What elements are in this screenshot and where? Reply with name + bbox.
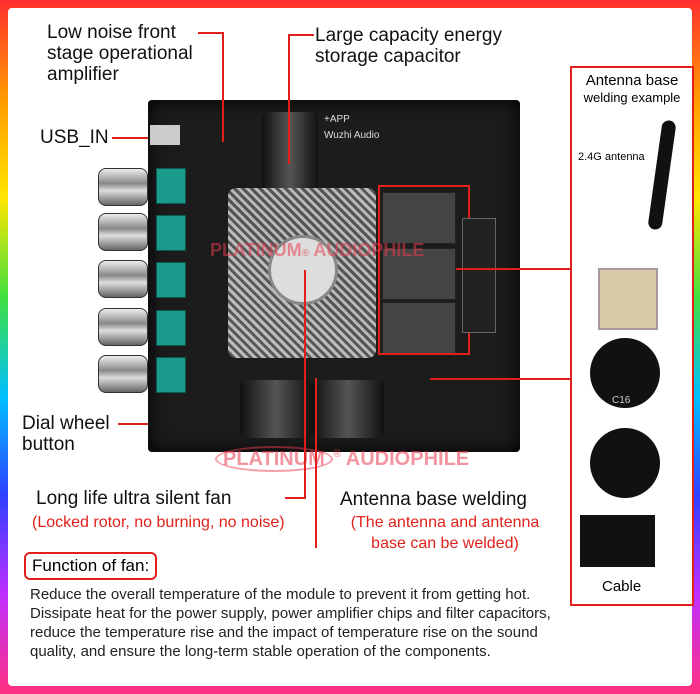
relay-highlight [378, 185, 470, 355]
label-antenna: Antenna base welding [340, 489, 527, 510]
speaker-terminal [462, 218, 496, 333]
watermark: PLATINUM® AUDIOPHILE [215, 446, 469, 472]
panel-title: Antenna base [585, 72, 679, 89]
label-usb: USB_IN [40, 127, 109, 148]
potentiometer [156, 262, 186, 298]
knob [98, 308, 148, 346]
cable-label: Cable [602, 578, 642, 595]
knob [98, 168, 148, 206]
label-fan: Long life ultra silent fan [36, 488, 232, 509]
welded-image [590, 428, 660, 498]
function-title: Function of fan: [24, 552, 158, 580]
relay [382, 248, 456, 300]
cable-image [580, 515, 655, 567]
closeup-image [590, 338, 660, 408]
potentiometer [156, 168, 186, 204]
potentiometer [156, 215, 186, 251]
label-opamp: Low noise front stage operational amplif… [47, 22, 193, 85]
label-fan-note: (Locked rotor, no burning, no noise) [32, 514, 285, 531]
capacitor [262, 112, 318, 192]
knob [98, 355, 148, 393]
knob [98, 213, 148, 251]
chip-label: C16 [612, 395, 631, 406]
potentiometer [156, 357, 186, 393]
watermark: PLATINUM® AUDIOPHILE [210, 240, 425, 260]
label-antenna-note: (The antenna and antenna base can be wel… [350, 514, 540, 552]
panel-subtitle: welding example [583, 90, 681, 105]
fan-hub [268, 235, 338, 305]
capacitor [312, 380, 384, 438]
capacitor [240, 380, 312, 438]
potentiometer [156, 310, 186, 346]
usb-port [150, 125, 180, 145]
knob [98, 260, 148, 298]
relay [382, 192, 456, 244]
label-dial: Dial wheel button [22, 413, 110, 455]
board-app: +APP [324, 114, 350, 125]
function-body: Reduce the overall temperature of the mo… [30, 586, 551, 660]
label-capacitor: Large capacity energy storage capacitor [315, 25, 502, 67]
antenna-base-image [598, 268, 658, 330]
board-brand: Wuzhi Audio [324, 130, 380, 141]
antenna-label: 2.4G antenna [578, 151, 645, 163]
